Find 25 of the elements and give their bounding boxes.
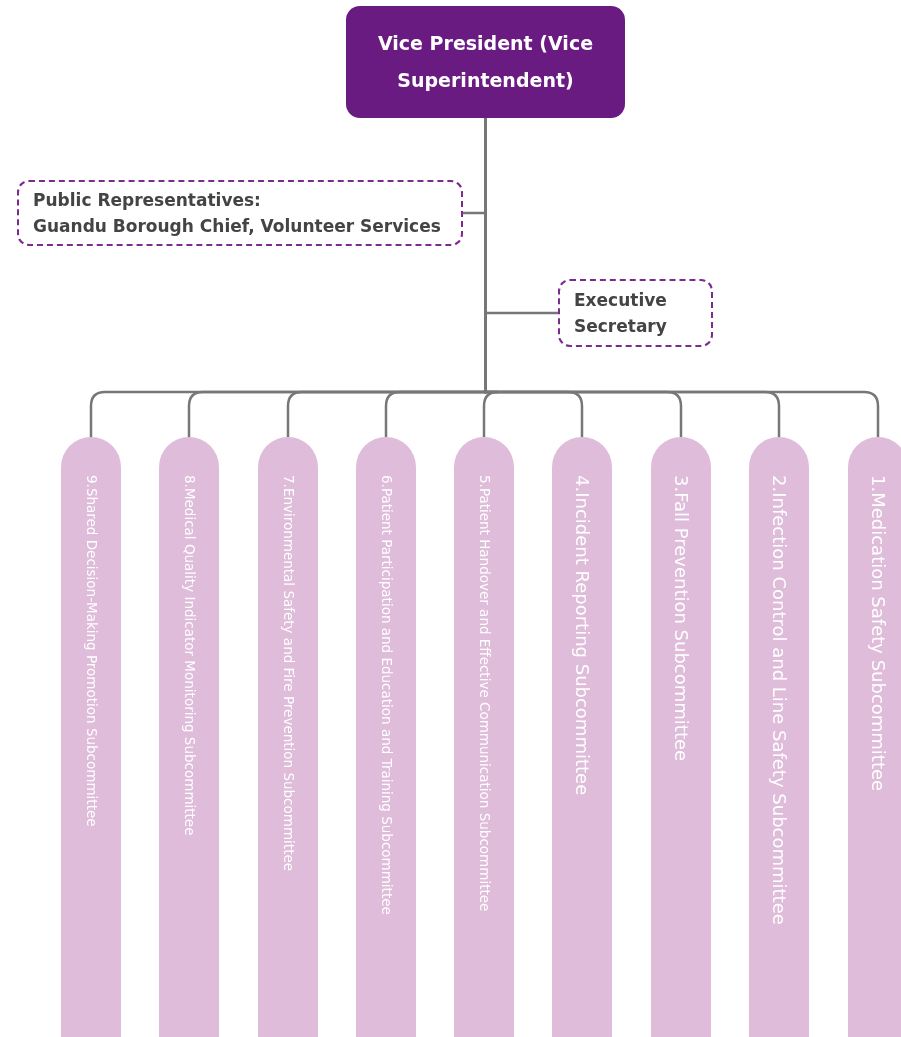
box-label: 2.Infection Control and Line Safety Subcommittee xyxy=(770,475,788,927)
box-label: 1.Medication Safety Subcommittee xyxy=(869,475,887,794)
subcommittee-bar xyxy=(159,437,219,1037)
box-label: 8.Medical Quality Indicator Monitoring Subcommittee xyxy=(182,475,196,838)
box-label: 4.Incident Reporting Subcommittee xyxy=(573,475,591,798)
box-label: Executive Secretary xyxy=(574,289,668,338)
box-label: 7.Environmental Safety and Fire Prevention Subcommittee xyxy=(281,475,295,874)
subcommittee-bar xyxy=(552,437,612,1037)
subcommittee-bar xyxy=(848,437,901,1037)
dashed-box xyxy=(17,180,463,246)
title-box xyxy=(346,6,625,118)
subcommittee-bar xyxy=(356,437,416,1037)
box-label: 5.Patient Handover and Effective Communication Subcommittee xyxy=(477,475,491,914)
box-label: 6.Patient Participation and Education and Training Subcommittee xyxy=(379,475,393,917)
subcommittee-bar xyxy=(454,437,514,1037)
subcommittee-bar xyxy=(61,437,121,1037)
box-label: Guandu Borough Chief, Volunteer Services xyxy=(33,215,442,238)
box-label: 3.Fall Prevention Subcommittee xyxy=(672,475,690,764)
subcommittee-bar xyxy=(651,437,711,1037)
dashed-box xyxy=(558,279,713,347)
box-heading: Public Representatives: xyxy=(33,189,262,212)
subcommittee-bar xyxy=(258,437,318,1037)
box-label: 9.Shared Decision-Making Promotion Subcommittee xyxy=(84,475,98,829)
subcommittee-bar xyxy=(749,437,809,1037)
box-label: Vice President (Vice Superintendent) xyxy=(376,31,595,93)
